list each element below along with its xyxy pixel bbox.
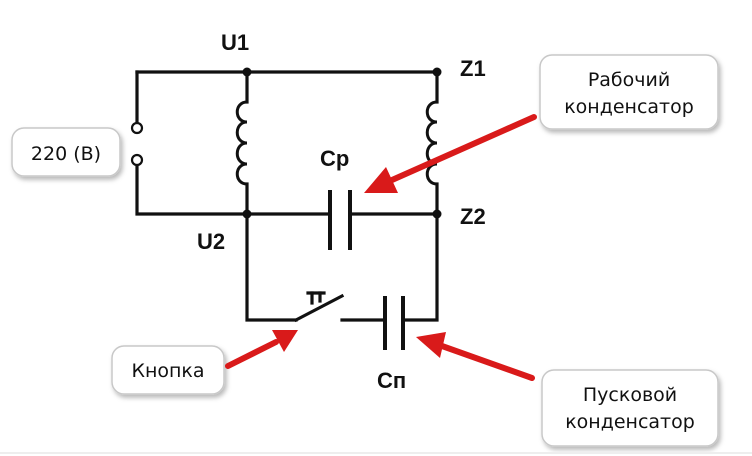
circuit-wires [135, 70, 439, 322]
run-capacitor-callout-line2: конденсатор [564, 96, 694, 118]
start-capacitor-callout-line1: Пусковой [583, 384, 677, 406]
main-winding-coil [235, 100, 248, 186]
start-capacitor-symbol [383, 296, 405, 350]
junction-u2 [242, 209, 252, 219]
run-capacitor-arrow [364, 114, 537, 193]
start-capacitor-callout-bubble [541, 369, 719, 447]
run-capacitor-callout-bubble [539, 54, 719, 130]
start-circuit-right [402, 212, 439, 322]
push-button-switch [293, 291, 345, 323]
supply-terminal-top [130, 121, 144, 135]
node-label-z1: Z1 [460, 56, 486, 81]
button-callout-bubble [111, 345, 225, 395]
supply-voltage-label: 220 (В) [31, 143, 101, 165]
run-capacitor-callout-line1: Рабочий [588, 69, 670, 91]
run-capacitor-label: Cp [320, 146, 349, 171]
button-callout-label: Кнопка [131, 360, 204, 382]
node-label-u2: U2 [197, 229, 225, 254]
aux-winding-coil [425, 100, 438, 186]
button-arrow [225, 330, 298, 369]
start-capacitor-arrow [416, 332, 535, 381]
supply-wire-bottom [135, 163, 249, 216]
start-capacitor-callout-line2: конденсатор [565, 411, 695, 433]
junction-z2 [432, 209, 442, 219]
supply-terminal-bottom [130, 153, 144, 167]
start-capacitor-label: Cп [377, 368, 406, 393]
node-label-z2: Z2 [460, 204, 486, 229]
start-circuit-left [245, 212, 298, 322]
junction-z1 [432, 67, 442, 77]
run-capacitor-symbol [328, 190, 352, 250]
junction-u1 [242, 67, 252, 77]
supply-voltage-bubble [11, 127, 121, 177]
node-label-u1: U1 [221, 30, 249, 55]
